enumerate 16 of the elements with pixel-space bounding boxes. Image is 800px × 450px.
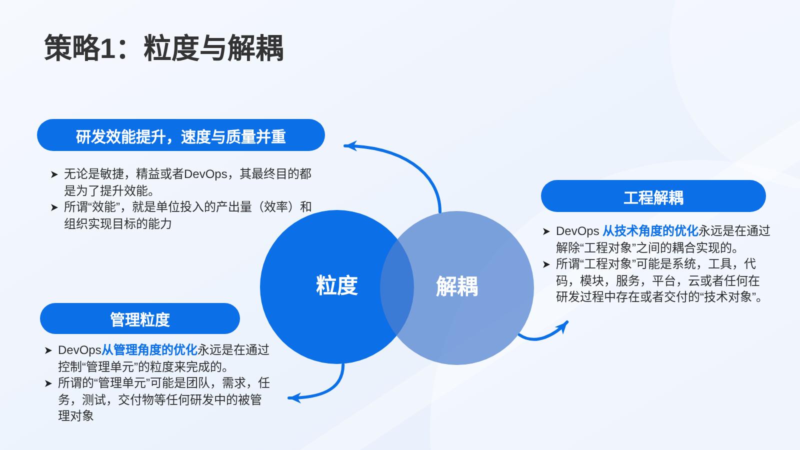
venn-circle: [380, 211, 534, 365]
curved-arrow: [518, 320, 569, 341]
circle-label: 解耦: [436, 275, 478, 301]
bullet-text: DevOps 从技术角度的优化永远是在通过解除“工程对象”之间的耦合实现的。: [556, 223, 771, 256]
heading-banner: 研发效能提升，速度与质量并重: [37, 119, 325, 151]
bullet-text: 所谓“工程对象”可能是系统，工具，代码，模块，服务，平台，云或者任何在研发过程中存在或者交付的“技术对象”。: [556, 256, 769, 306]
bullet-text: 所谓“效能”，就是单位投入的产出量（效率）和组织实现目标的能力: [64, 199, 313, 232]
bullet-text: DevOps从管理角度的优化永远是在通过控制“管理单元”的粒度来完成的。: [58, 342, 270, 375]
bullet-text: 无论是敏捷，精益或者DevOps，其最终目的都是为了提升效能。: [64, 166, 312, 199]
slide-title: 策略1：粒度与解耦: [44, 32, 284, 66]
heading-banner: 工程解耦: [541, 180, 766, 212]
curved-arrow: [344, 140, 442, 214]
bullet-text: 所谓的“管理单元”可能是团队，需求，任务，测试，交付物等任何研发中的被管理对象: [58, 375, 271, 424]
curved-arrow: [288, 363, 345, 404]
circle-label: 粒度: [316, 274, 358, 300]
heading-banner: 管理粒度: [40, 303, 240, 334]
